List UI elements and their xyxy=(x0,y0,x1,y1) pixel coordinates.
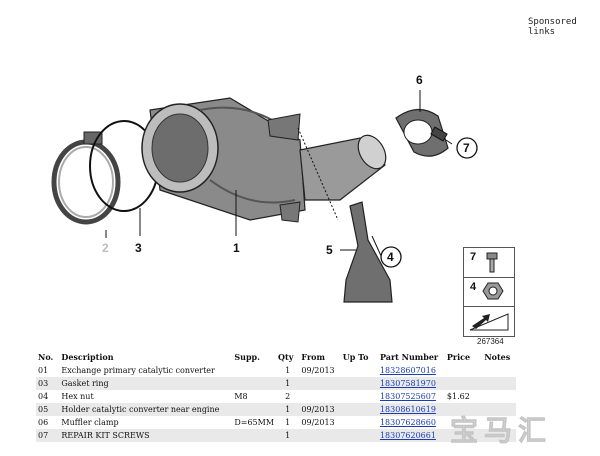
row-supp xyxy=(232,364,276,377)
row-from xyxy=(299,429,341,442)
part-number-link[interactable]: 18307628660 xyxy=(379,418,436,427)
header-no: No. xyxy=(38,352,54,362)
row-description: Hex nut xyxy=(61,392,94,401)
screw-icon xyxy=(486,252,498,273)
part-number-link[interactable]: 18308610619 xyxy=(379,405,436,414)
row-up-to xyxy=(340,429,378,442)
arrow-sheet-icon xyxy=(469,313,509,331)
callout-2: 2 xyxy=(102,241,109,255)
row-up-to xyxy=(341,364,378,377)
row-qty: 1 xyxy=(276,403,300,416)
row-up-to xyxy=(340,403,378,416)
row-price: $1.62 xyxy=(446,392,470,401)
parts-table: No. Description Supp. Qty From Up To Par… xyxy=(36,350,516,442)
header-qty: Qty xyxy=(278,352,294,362)
table-row: 05 Holder catalytic converter near engin… xyxy=(36,403,516,416)
row-from: 09/2013 xyxy=(301,418,335,427)
muffler-clamp-part xyxy=(395,108,449,157)
row-part-number: 18307525607 xyxy=(378,390,445,403)
row-price xyxy=(444,429,483,442)
row-supp xyxy=(232,429,277,442)
row-no: 07 xyxy=(36,429,60,442)
row-supp xyxy=(232,403,277,416)
callout-7: 7 xyxy=(463,141,470,155)
row-supp: D=65MM xyxy=(234,418,275,427)
part-number-link[interactable]: 18307620661 xyxy=(379,431,436,440)
row-from xyxy=(299,390,340,403)
table-row: 07 REPAIR KIT SCREWS 1 18307620661 xyxy=(36,429,516,442)
part-number-link[interactable]: 18328607016 xyxy=(379,366,436,375)
row-description: Exchange primary catalytic converter xyxy=(61,366,215,375)
catalytic-converter-part xyxy=(141,97,387,223)
row-supp: M8 xyxy=(234,392,248,401)
row-qty: 1 xyxy=(285,418,291,427)
table-header-row: No. Description Supp. Qty From Up To Par… xyxy=(36,350,516,364)
row-no: 04 xyxy=(38,392,49,401)
callout-4: 4 xyxy=(387,250,394,264)
row-qty: 2 xyxy=(285,392,291,401)
legend-number-7: 7 xyxy=(470,251,477,263)
callout-6: 6 xyxy=(416,73,423,87)
row-part-number: 18307581970 xyxy=(377,377,445,390)
row-no: 01 xyxy=(38,366,49,375)
table-row: 03 Gasket ring 1 18307581970 xyxy=(36,377,516,390)
row-part-number: 18307620661 xyxy=(377,429,445,442)
row-qty: 1 xyxy=(285,366,291,375)
callout-5: 5 xyxy=(326,243,333,257)
row-from xyxy=(299,377,341,390)
row-no: 03 xyxy=(36,377,60,390)
diagram-number: 267364 xyxy=(477,337,504,346)
row-from: 09/2013 xyxy=(299,403,341,416)
row-part-number: 18307628660 xyxy=(378,416,445,429)
row-up-to xyxy=(340,377,378,390)
row-part-number: 18308610619 xyxy=(377,403,445,416)
clamp-ring-part xyxy=(51,131,121,225)
row-description: Holder catalytic converter near engine xyxy=(59,403,233,416)
row-notes xyxy=(482,403,516,416)
row-notes xyxy=(482,390,516,403)
row-description: REPAIR KIT SCREWS xyxy=(59,429,233,442)
table-row: 06 Muffler clamp D=65MM 1 09/2013 183076… xyxy=(36,416,516,429)
parts-diagram: 1 2 3 4 5 6 7 xyxy=(51,73,478,303)
header-price: Price xyxy=(446,352,471,362)
row-price xyxy=(444,377,483,390)
header-notes: Notes xyxy=(484,352,511,362)
row-qty: 1 xyxy=(276,429,300,442)
row-supp xyxy=(232,377,277,390)
part-number-link[interactable]: 18307581970 xyxy=(379,379,436,388)
header-supp: Supp. xyxy=(234,352,260,362)
row-up-to xyxy=(341,416,378,429)
row-up-to xyxy=(341,390,378,403)
legend-number-4: 4 xyxy=(470,281,477,293)
header-from: From xyxy=(301,352,325,362)
row-price xyxy=(444,403,483,416)
header-part-number: Part Number xyxy=(379,352,439,362)
row-no: 06 xyxy=(38,418,49,427)
part-number-link[interactable]: 18307525607 xyxy=(379,392,436,401)
row-no: 05 xyxy=(36,403,60,416)
row-notes xyxy=(482,364,516,377)
holder-bracket-part xyxy=(343,201,393,303)
callout-3: 3 xyxy=(135,241,142,255)
row-qty: 1 xyxy=(276,377,300,390)
row-notes xyxy=(482,429,516,442)
sponsored-links-label: Sponsored links xyxy=(528,17,577,37)
svg-text:宝马汇: 宝马汇 xyxy=(450,414,552,446)
header-description: Description xyxy=(61,352,114,362)
row-price xyxy=(445,364,482,377)
row-description: Gasket ring xyxy=(59,377,233,390)
table-row: 01 Exchange primary catalytic converter … xyxy=(36,364,516,377)
hex-nut-icon xyxy=(482,282,504,300)
callout-1: 1 xyxy=(233,241,240,255)
row-description: Muffler clamp xyxy=(61,418,119,427)
row-notes xyxy=(482,377,516,390)
row-part-number: 18328607016 xyxy=(378,364,445,377)
parts-legend-box: 7 4 xyxy=(463,247,515,337)
header-up-to: Up To xyxy=(342,352,369,362)
table-row: 04 Hex nut M8 2 18307525607 $1.62 xyxy=(36,390,516,403)
site-watermark-logo: 宝马汇 xyxy=(450,414,552,446)
row-from: 09/2013 xyxy=(301,366,335,375)
